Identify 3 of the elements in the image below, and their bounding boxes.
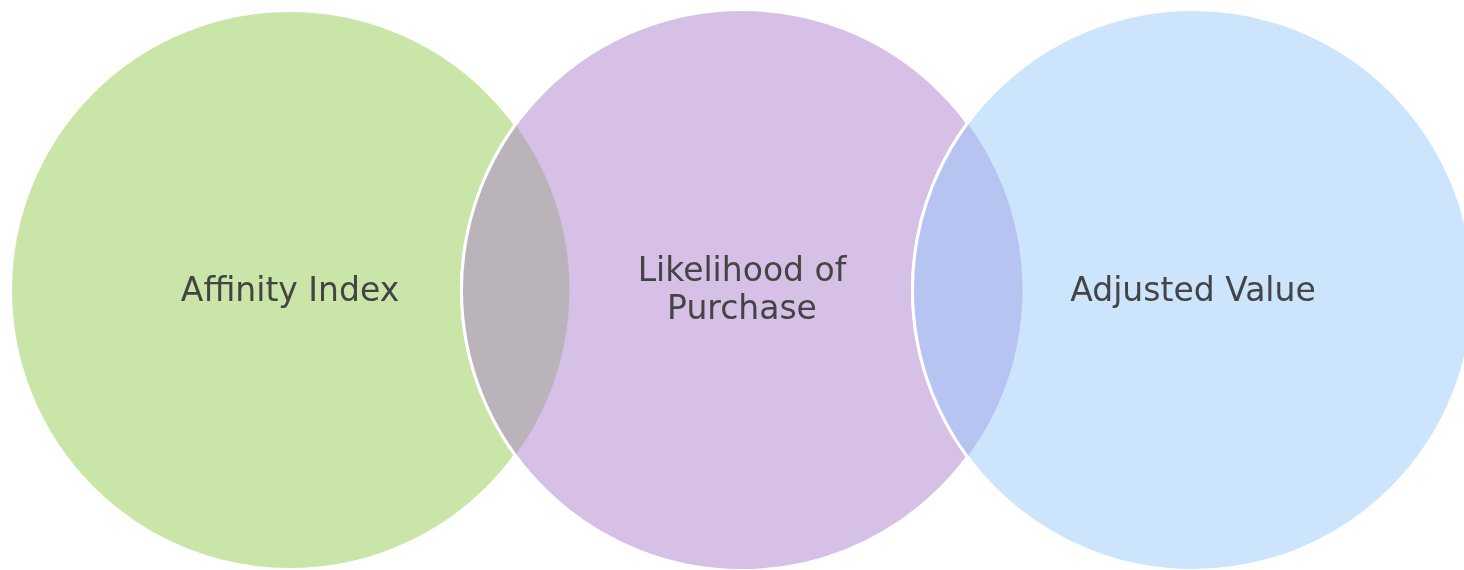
- circle-label: Adjusted Value: [1069, 271, 1317, 309]
- circle-label: Affinity Index: [179, 271, 401, 309]
- circle-label: Likelihood of Purchase: [636, 251, 848, 327]
